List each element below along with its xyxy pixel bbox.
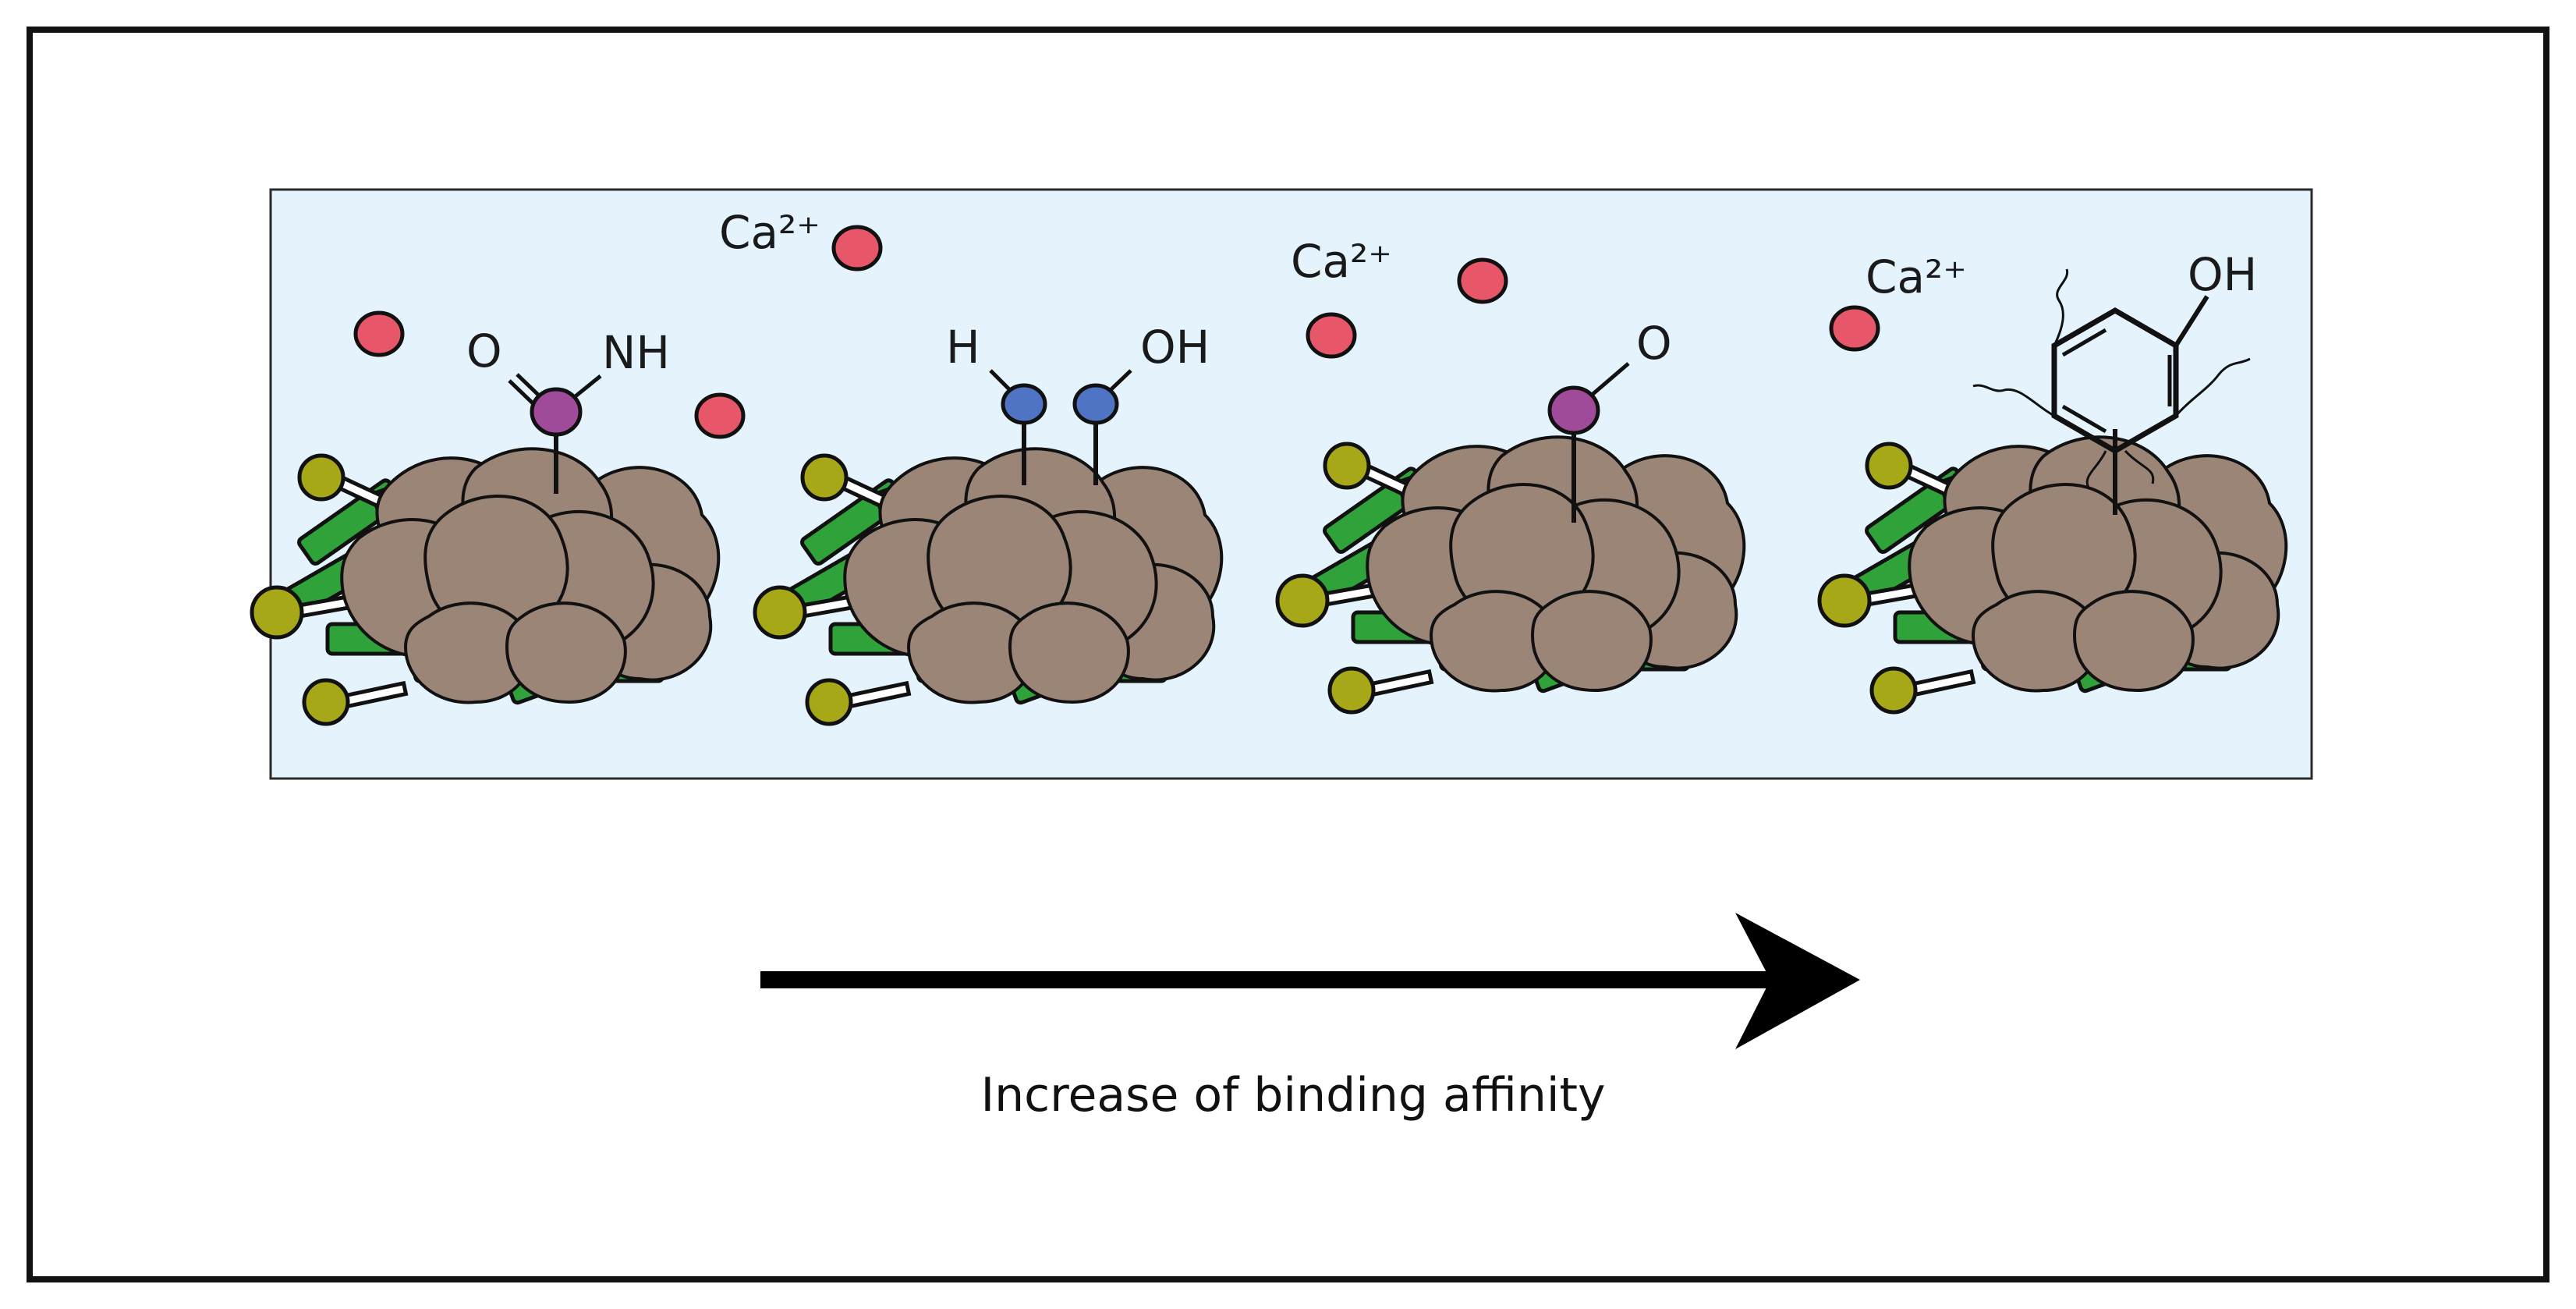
calcium-label-3: Ca²⁺ (1291, 235, 1392, 288)
hydrogen-label: H (946, 321, 980, 374)
phenol-group (1972, 268, 2251, 515)
calcium-ion (1829, 305, 1880, 352)
calcium-ion (694, 392, 746, 439)
calcium-ion (831, 225, 883, 271)
hydroxyl-group: H OH (946, 321, 1210, 485)
calcium-ion (353, 310, 405, 357)
carbonyl-group: O (1547, 317, 1672, 523)
arrow-caption: Increase of binding affinity (980, 1068, 1605, 1123)
protein-aggregate-3 (1277, 437, 1744, 712)
calcium-label-4: Ca²⁺ (1866, 250, 1967, 303)
calcium-label-2: Ca²⁺ (719, 206, 820, 259)
outer-frame (27, 27, 2549, 1282)
protein-aggregate-1 (252, 449, 718, 724)
amide-oxygen-label: O (466, 325, 502, 378)
calcium-ion (1306, 312, 1357, 359)
protein-aggregate-2 (755, 449, 1221, 724)
amide-group: O NH (466, 325, 670, 494)
calcium-ion (1457, 257, 1508, 304)
phenol-oh-label: OH (2188, 248, 2257, 301)
protein-aggregate-4 (1819, 437, 2286, 712)
right-arrow (760, 913, 1860, 1049)
hydroxyl-oh-label: OH (1140, 321, 1210, 374)
carbonyl-oxygen-label: O (1636, 317, 1672, 370)
amide-nh-label: NH (602, 326, 670, 379)
